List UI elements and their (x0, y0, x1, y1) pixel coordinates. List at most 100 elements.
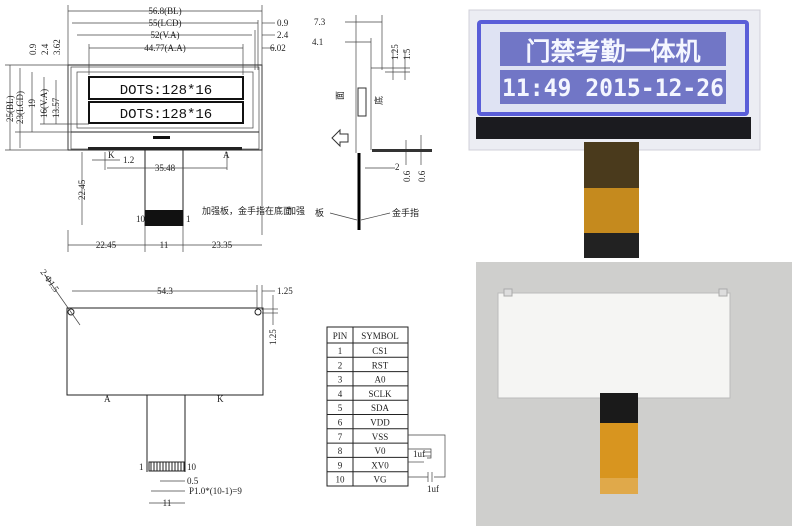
dim-19: 19 (27, 99, 37, 109)
header-symbol: SYMBOL (361, 331, 399, 341)
header-pin: PIN (333, 331, 348, 341)
ic-mark (153, 136, 170, 139)
front-drawing: DOTS:128*16 DOTS:128*16 10 1 加强板，金手指在底面 … (5, 5, 305, 252)
mounting-hole-right (254, 308, 262, 316)
pin-number: 8 (338, 446, 343, 456)
dim-bl-height: 25(BL) (5, 96, 15, 123)
left-vertical-dims: 25(BL) 23(LCD) 19 16(V.A) 13.57 0.9 2.4 … (5, 39, 62, 124)
label-face: 面 (335, 91, 345, 100)
dim-right-2: 6.02 (270, 43, 286, 53)
capacitor-wiring (408, 434, 446, 482)
pin-symbol: V0 (375, 446, 386, 456)
dim-0-9: 0.9 (28, 43, 38, 55)
side-drawing: 7.3 4.1 1.25 1.5 2 0.6 0.6 面 底 板 金手指 (312, 15, 432, 230)
viewing-area (76, 71, 254, 129)
pin-number: 6 (338, 418, 343, 428)
dim-bl-width: 56.8(BL) (148, 6, 181, 16)
dim-1-25: 1.25 (390, 44, 400, 60)
view-arrow-icon (331, 128, 349, 148)
fpc-cable (584, 188, 639, 233)
back-outline (66, 307, 264, 396)
lcd-photo-top: 门禁考勤一体机 11:49 2015-12-26 (468, 9, 761, 258)
hole-dim: 2-Φ1.5 (38, 267, 61, 294)
fpc-side (372, 149, 432, 152)
pin-10-back: 10 (187, 462, 197, 472)
pin-symbol: VG (374, 475, 387, 485)
pin-number: 2 (338, 360, 343, 370)
dim-13-57: 13.57 (51, 97, 61, 118)
dim-23-35: 23.35 (212, 240, 233, 250)
back-drawing: 2-Φ1.5 54.3 1.25 1.25 A K 1 10 0.5 P1.0*… (38, 267, 293, 508)
dim-1-2: 1.2 (123, 155, 134, 165)
pin-label-1: 1 (186, 214, 191, 224)
lcd-photo-bottom (476, 262, 792, 526)
fpc-cable-back (600, 423, 638, 478)
dim-0-6-a: 0.6 (402, 170, 412, 182)
mark-a: A (223, 150, 230, 160)
pin-1-back: 1 (139, 462, 144, 472)
dim-0-5: 0.5 (187, 476, 199, 486)
fpc-fingers (600, 478, 638, 494)
dim-tail-length: 22.45 (77, 179, 87, 200)
dim-1-25-h: 1.25 (277, 286, 293, 296)
dim-va-width: 52(V.A) (150, 30, 179, 40)
mark-k: K (108, 150, 115, 160)
dim-aa-width: 44.77(A.A) (144, 43, 186, 53)
dim-11: 11 (160, 240, 169, 250)
pin-symbol: XV0 (371, 460, 389, 470)
dim-right-0: 0.9 (277, 18, 289, 28)
pin-symbol: RST (372, 360, 389, 370)
dim-11-back: 11 (163, 498, 172, 508)
fpc-connector (584, 142, 639, 188)
pin-number: 1 (338, 346, 343, 356)
mark-a-back: A (104, 394, 111, 404)
dim-2-4: 2.4 (40, 43, 50, 55)
text-bar-2 (500, 70, 726, 104)
dim-3-62: 3.62 (52, 39, 62, 55)
mark-k-back: K (217, 394, 224, 404)
dim-2: 2 (395, 162, 400, 172)
label-plate: 板 (315, 207, 324, 218)
pin-symbol: SCLK (368, 389, 392, 399)
gold-fingers (148, 461, 185, 472)
side-note: 加强 (287, 206, 305, 216)
dim-7-3: 7.3 (314, 17, 326, 27)
fpc-contacts (584, 233, 639, 258)
pin-symbol: CS1 (372, 346, 388, 356)
connector-pad (145, 210, 183, 226)
dim-4-1: 4.1 (312, 37, 323, 47)
lcd-line-1: 门禁考勤一体机 (525, 37, 700, 66)
dim-0-6-b: 0.6 (417, 170, 427, 182)
pin-symbol: SDA (371, 403, 390, 413)
dim-right-1: 2.4 (277, 30, 289, 40)
dim-lcd-width: 55(LCD) (149, 18, 182, 28)
display-line-1-box (88, 76, 244, 100)
lcd-line-2: 11:49 2015-12-26 (502, 74, 724, 102)
dim-1-25-v: 1.25 (268, 329, 278, 345)
stiffener (600, 393, 638, 423)
display-line-2: DOTS:128*16 (120, 107, 212, 123)
pin-number: 9 (338, 460, 343, 470)
label-gold-finger: 金手指 (392, 207, 419, 218)
pin-number: 10 (336, 475, 346, 485)
text-bar-1 (500, 32, 726, 66)
cap-label-2: 1uf (427, 484, 439, 494)
pin-symbol: VDD (370, 418, 390, 428)
pin-number: 4 (338, 389, 343, 399)
pin-label-10: 10 (136, 214, 146, 224)
display-line-1: DOTS:128*16 (120, 83, 212, 99)
dim-lcd-height: 23(LCD) (15, 91, 25, 124)
dim-54-3: 54.3 (157, 286, 173, 296)
lcd-glass-edge (476, 117, 751, 139)
display-line-2-box (88, 101, 244, 124)
pin-symbol: A0 (375, 375, 386, 385)
dim-35-48: 35.48 (155, 163, 176, 173)
pin-symbol: VSS (372, 432, 389, 442)
label-bottom: 底 (373, 96, 384, 105)
cap-label-1: 1uf (413, 449, 425, 459)
dim-1-5: 1.5 (402, 48, 412, 60)
connector-note: 加强板，金手指在底面 (202, 205, 292, 216)
dim-22-45: 22.45 (96, 240, 117, 250)
